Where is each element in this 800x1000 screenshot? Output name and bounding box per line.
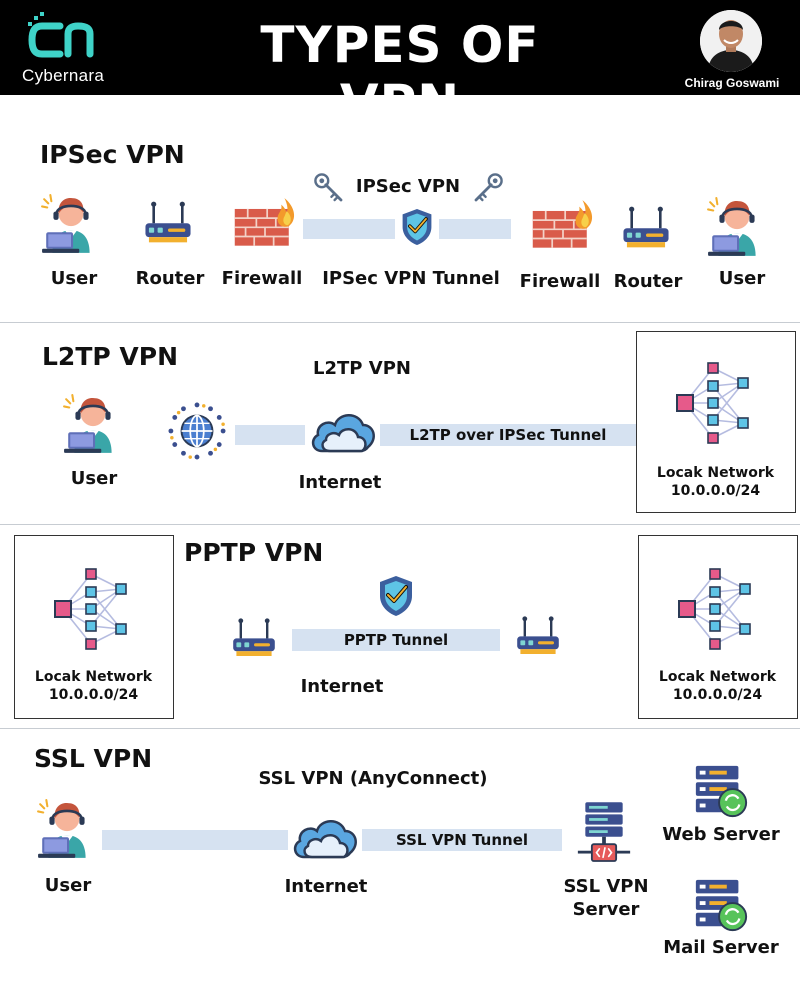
- ipsec-tunnel-bar: [303, 219, 395, 239]
- ssl-subtitle: SSL VPN (AnyConnect): [258, 768, 488, 789]
- ipsec-label-router: Router: [613, 271, 683, 292]
- router-icon: [226, 616, 282, 664]
- header: Cybernara TYPES OF VPN Chirag Goswami: [0, 0, 800, 132]
- ipsec-tunnel-title: IPSec VPN: [355, 176, 461, 197]
- shield-check-icon: [376, 574, 416, 618]
- ssl-label-user: User: [44, 875, 92, 896]
- ipsec-label-tunnel: IPSec VPN Tunnel: [322, 268, 500, 289]
- cybernara-logo-icon: [28, 12, 94, 58]
- network-name: Locak Network: [658, 669, 777, 685]
- firewall-icon: [530, 198, 596, 252]
- network-address: 10.0.0.0/24: [670, 483, 761, 499]
- network-address: 10.0.0.0/24: [672, 687, 763, 703]
- web-server-icon: [692, 762, 750, 820]
- cloud-icon: [290, 810, 360, 862]
- section-divider: [0, 322, 800, 323]
- ipsec-label-router: Router: [135, 268, 205, 289]
- ssl-link-bar: [102, 830, 288, 850]
- network-topology-icon: [49, 564, 139, 654]
- section-divider: [0, 728, 800, 729]
- pptp-label-internet: Internet: [300, 676, 384, 697]
- ssl-label-web-server: Web Server: [662, 824, 780, 845]
- author-name: Chirag Goswami: [684, 76, 780, 90]
- user-icon: [706, 196, 768, 258]
- ssl-label-vpn-server: SSL VPN: [563, 876, 649, 897]
- section-divider: [0, 524, 800, 525]
- ipsec-label-user: User: [718, 268, 766, 289]
- pptp-tunnel-bar: PPTP Tunnel: [292, 629, 500, 651]
- ipsec-tunnel-bar: [439, 219, 511, 239]
- ssl-label-vpn-server: Server: [572, 899, 640, 920]
- key-icon: [472, 172, 504, 204]
- mail-server-icon: [692, 876, 750, 934]
- globe-icon: [168, 402, 226, 460]
- pptp-section-title: PPTP VPN: [184, 538, 324, 567]
- shield-check-icon: [399, 207, 435, 247]
- l2tp-label-internet: Internet: [298, 472, 382, 493]
- user-icon: [62, 393, 124, 455]
- l2tp-subtitle: L2TP VPN: [313, 358, 411, 379]
- page-title: TYPES OF VPN: [260, 16, 540, 132]
- l2tp-section-title: L2TP VPN: [42, 342, 178, 371]
- user-icon: [36, 798, 98, 860]
- network-name: Locak Network: [34, 669, 153, 685]
- local-network-box: Locak Network 10.0.0.0/24: [14, 535, 174, 719]
- firewall-icon: [232, 196, 298, 250]
- router-icon: [510, 614, 566, 662]
- ssl-label-mail-server: Mail Server: [663, 937, 779, 958]
- ipsec-label-firewall: Firewall: [519, 271, 601, 292]
- network-address: 10.0.0.0/24: [48, 687, 139, 703]
- local-network-box: Locak Network 10.0.0.0/24: [636, 331, 796, 513]
- ipsec-label-user: User: [50, 268, 98, 289]
- l2tp-link-bar: [235, 425, 305, 445]
- brand-name: Cybernara: [22, 66, 105, 85]
- cloud-icon: [308, 404, 378, 456]
- network-name: Locak Network: [656, 465, 775, 481]
- l2tp-label-user: User: [70, 468, 118, 489]
- network-topology-icon: [671, 358, 761, 448]
- user-icon: [40, 193, 102, 255]
- network-topology-icon: [673, 564, 763, 654]
- ipsec-section-title: IPSec VPN: [40, 140, 185, 169]
- author-avatar: [700, 10, 762, 72]
- ssl-tunnel-bar: SSL VPN Tunnel: [362, 829, 562, 851]
- l2tp-tunnel-bar: L2TP over IPSec Tunnel: [380, 424, 636, 446]
- vpn-server-icon: [576, 800, 632, 866]
- ipsec-label-firewall: Firewall: [221, 268, 303, 289]
- router-icon: [140, 199, 196, 251]
- local-network-box: Locak Network 10.0.0.0/24: [638, 535, 798, 719]
- router-icon: [618, 204, 674, 256]
- ssl-label-internet: Internet: [284, 876, 368, 897]
- ssl-section-title: SSL VPN: [34, 744, 153, 773]
